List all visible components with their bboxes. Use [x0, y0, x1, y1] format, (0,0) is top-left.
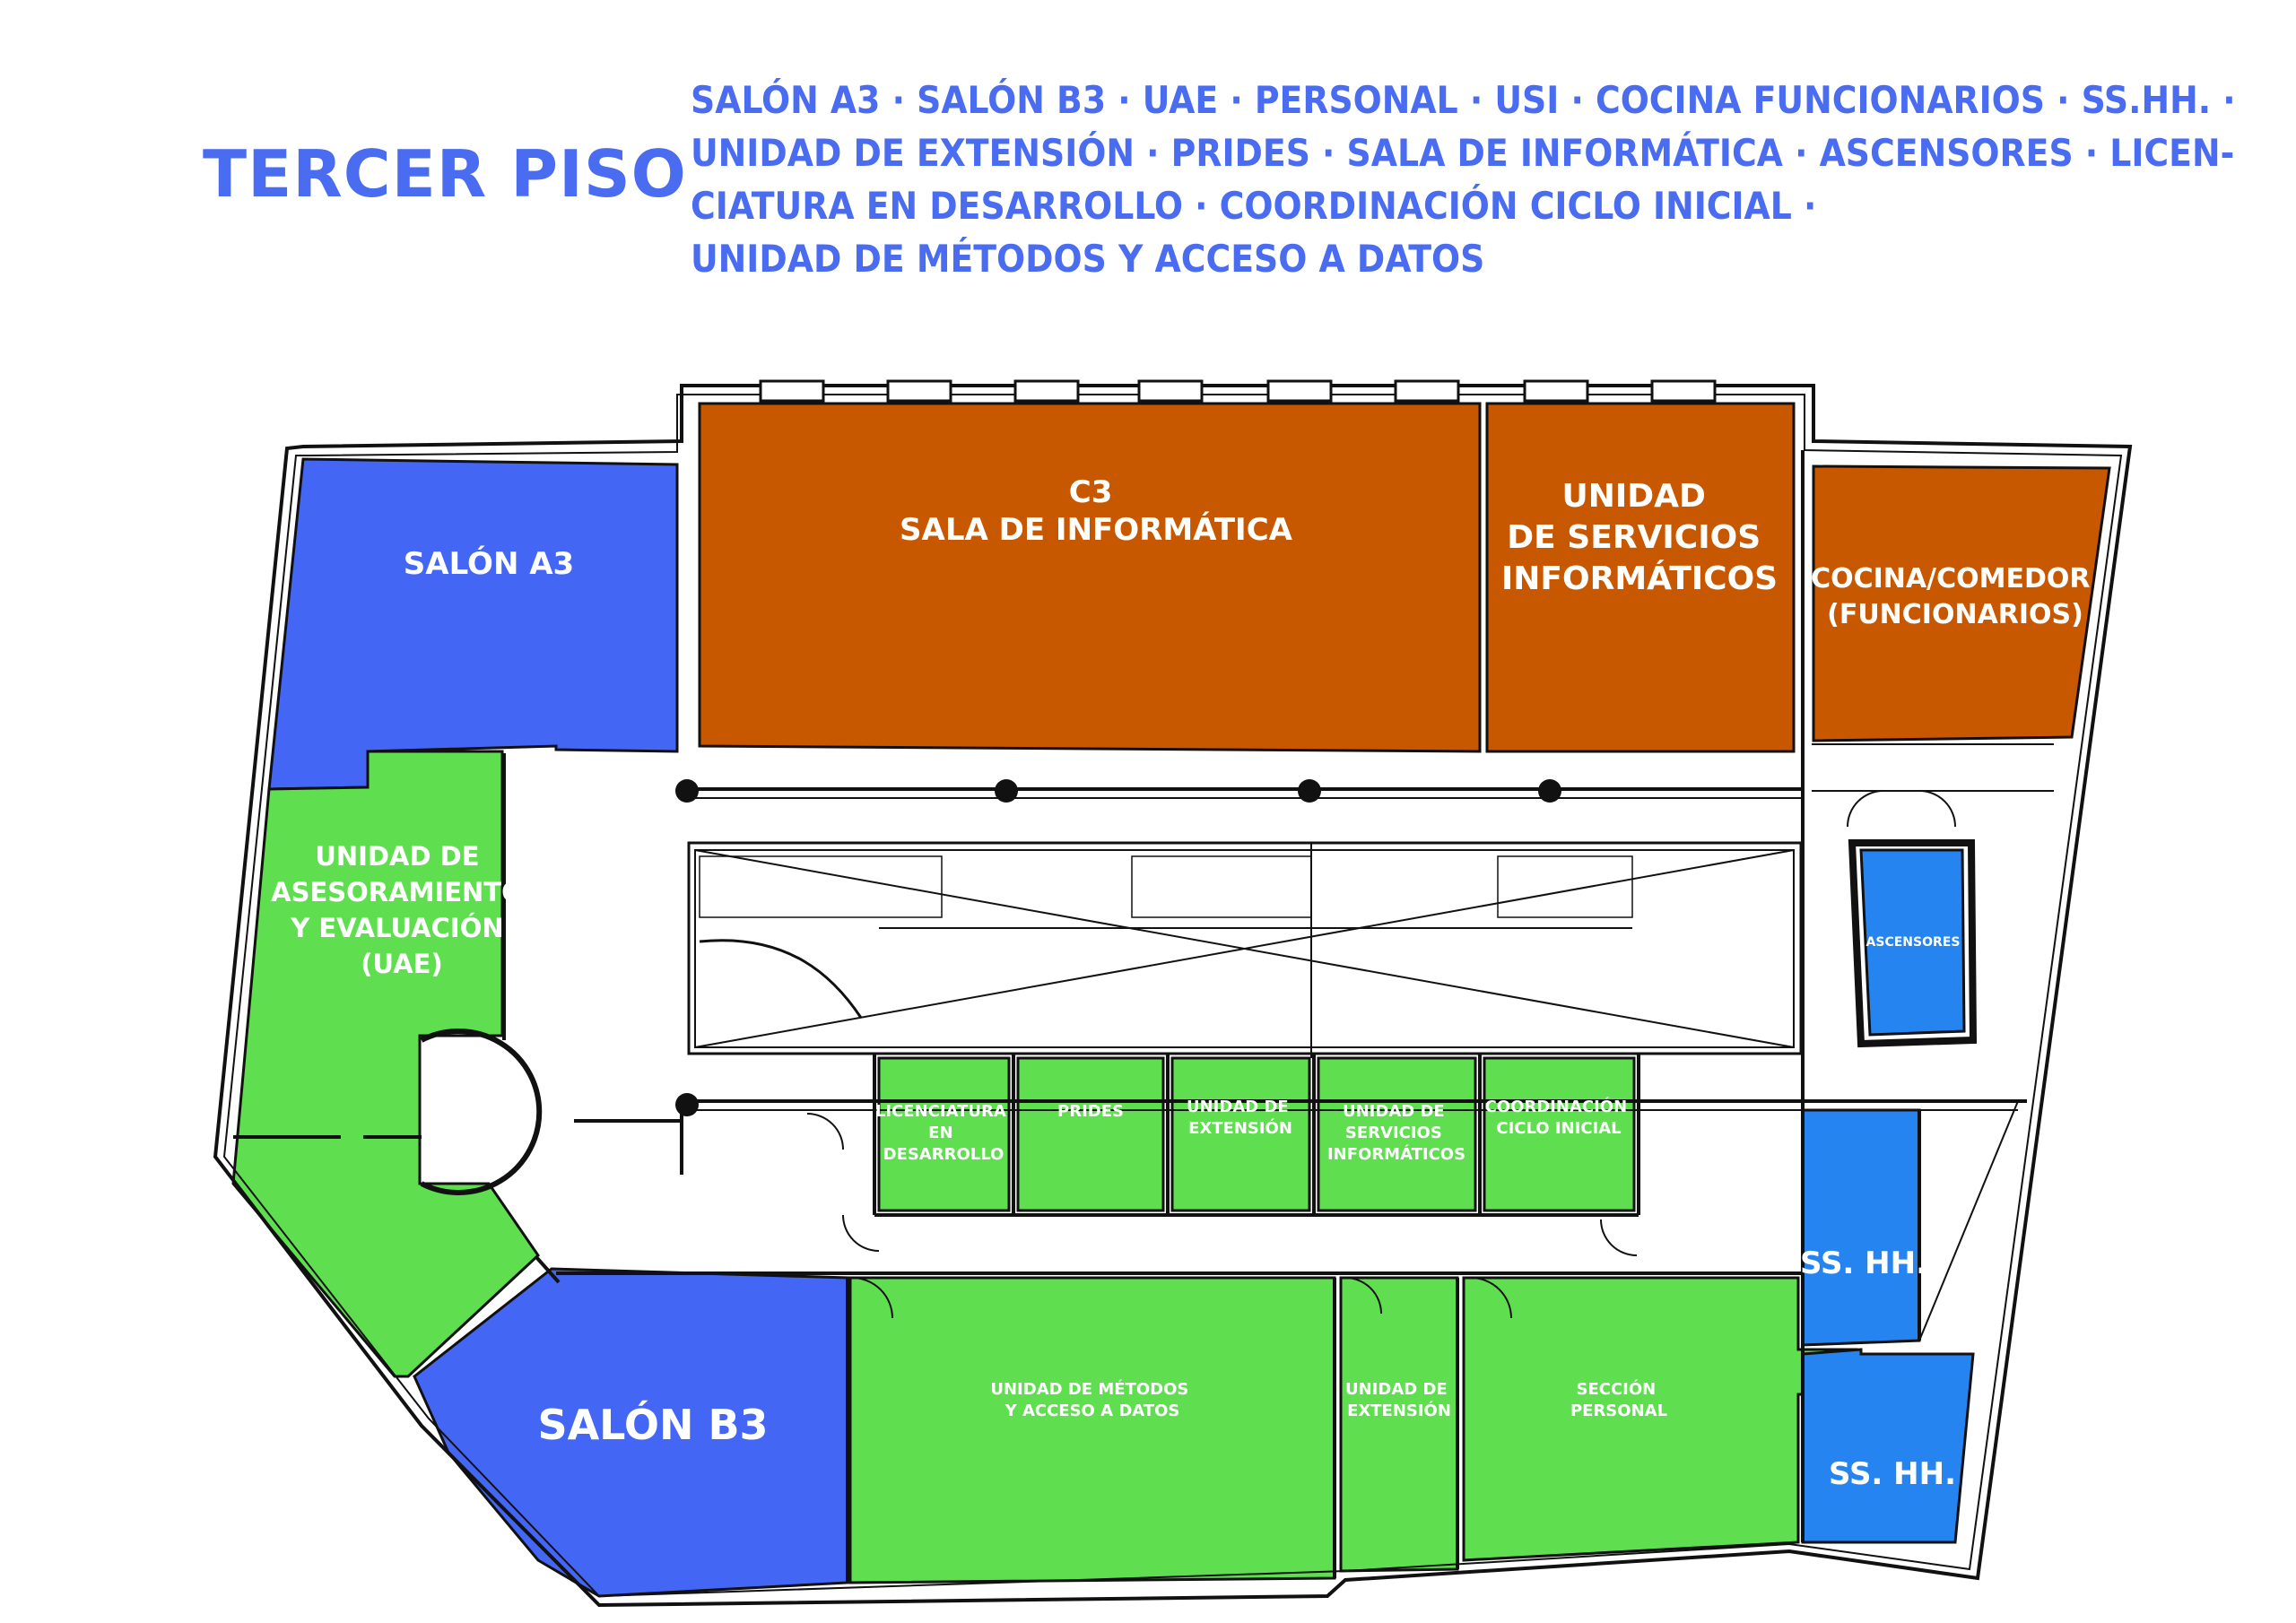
label-ascensores: ASCENSORES [1866, 935, 1961, 950]
room-c3-informatics[interactable] [698, 402, 1482, 753]
label-personal: SECCIÓN PERSONAL [1570, 1379, 1667, 1420]
room-index-line: UNIDAD DE MÉTODOS Y ACCESO A DATOS [691, 237, 1485, 281]
room-cocina[interactable] [1812, 464, 2111, 742]
label-licenciatura: LICENCIATURA EN DESARROLLO [875, 1102, 1012, 1164]
room-index-line: CIATURA EN DESARROLLO · COORDINACIÓN CIC… [691, 184, 1817, 228]
label-sshh-lower: SS. HH. [1829, 1456, 1956, 1492]
label-prides: PRIDES [1057, 1102, 1124, 1121]
room-extension-mid[interactable] [1170, 1056, 1311, 1212]
room-fills [231, 402, 2111, 1598]
room-sshh-lower[interactable] [1801, 1348, 1975, 1544]
label-c3: C3 SALA DE INFORMÁTICA [900, 474, 1293, 548]
room-coordinacion[interactable] [1483, 1056, 1636, 1212]
room-uae[interactable] [231, 750, 540, 1378]
room-ascensores[interactable] [1859, 848, 1966, 1037]
label-usi-mid: UNIDAD DE SERVICIOS INFORMÁTICOS [1327, 1102, 1465, 1164]
structural-columns [675, 779, 1561, 1116]
label-metodos: UNIDAD DE MÉTODOS Y ACCESO A DATOS [990, 1379, 1194, 1420]
room-usi-mid[interactable] [1317, 1056, 1477, 1212]
room-sshh-upper[interactable] [1801, 1108, 1921, 1347]
label-uae: UNIDAD DE ASESORAMIENTO Y EVALUACIÓN (UA… [271, 841, 533, 979]
room-metodos[interactable] [848, 1276, 1336, 1584]
label-cocina: COCINA/COMEDOR (FUNCIONARIOS) [1811, 563, 2100, 630]
room-salon-b3[interactable] [413, 1267, 849, 1598]
room-usi-top[interactable] [1485, 402, 1796, 753]
label-salon-b3: SALÓN B3 [537, 1401, 768, 1449]
label-coordinacion: COORDINACIÓN CICLO INICIAL [1485, 1097, 1633, 1138]
room-extension-low[interactable] [1339, 1276, 1459, 1573]
room-prides[interactable] [1016, 1056, 1165, 1212]
label-extension-low: UNIDAD DE EXTENSIÓN [1345, 1380, 1453, 1420]
label-sshh-upper: SS. HH. [1800, 1245, 1927, 1281]
room-labels: SALÓN A3 C3 SALA DE INFORMÁTICA UNIDAD D… [271, 474, 2100, 1492]
room-salon-a3[interactable] [267, 457, 679, 791]
label-usi-top: UNIDAD DE SERVICIOS INFORMÁTICOS [1501, 478, 1778, 597]
label-extension-mid: UNIDAD DE EXTENSIÓN [1187, 1098, 1294, 1138]
room-index-line: UNIDAD DE EXTENSIÓN · PRIDES · SALA DE I… [691, 131, 2235, 175]
room-index-line: SALÓN A3 · SALÓN B3 · UAE · PERSONAL · U… [691, 78, 2236, 122]
label-salon-a3: SALÓN A3 [404, 545, 574, 582]
room-index: SALÓN A3 · SALÓN B3 · UAE · PERSONAL · U… [691, 74, 2251, 285]
room-licenciatura[interactable] [877, 1056, 1011, 1212]
page-title: TERCER PISO [203, 136, 687, 212]
windows [759, 379, 1717, 403]
